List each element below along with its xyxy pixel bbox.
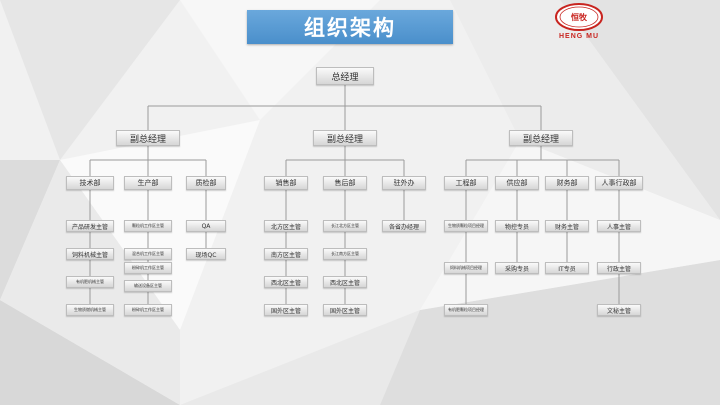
staff-sales-3: 西北区主管 <box>264 276 308 288</box>
dept-hr: 人事行政部 <box>595 176 643 190</box>
dept-qc: 质检部 <box>186 176 226 190</box>
staff-finance-2: IT专员 <box>545 262 589 274</box>
staff-sales-2: 南方区主管 <box>264 248 308 260</box>
staff-tech-3: 有机肥机械主管 <box>66 276 114 288</box>
node-vice-gm-1: 副总经理 <box>116 130 180 146</box>
staff-production-4: 输送设备区主管 <box>124 280 172 292</box>
staff-after-sales-2: 长江南方区主管 <box>323 248 367 260</box>
staff-production-5: 粉碎机工作区主管 <box>124 304 172 316</box>
node-general-manager: 总经理 <box>316 67 374 85</box>
dept-after-sales: 售后部 <box>323 176 367 190</box>
staff-production-3: 粉碎机工作区主管 <box>124 262 172 274</box>
staff-engineering-3: 有机肥颗粒项目经理 <box>444 304 488 316</box>
staff-qc-1: QA <box>186 220 226 232</box>
dept-supply: 供应部 <box>495 176 539 190</box>
staff-production-1: 颗粒机工作区主管 <box>124 220 172 232</box>
dept-tech: 技术部 <box>66 176 114 190</box>
staff-supply-1: 物控专员 <box>495 220 539 232</box>
logo-text: HENG MU <box>558 33 600 40</box>
dept-engineering: 工程部 <box>444 176 488 190</box>
staff-sales-1: 北方区主管 <box>264 220 308 232</box>
dept-sales: 销售部 <box>264 176 308 190</box>
node-vice-gm-3: 副总经理 <box>509 130 573 146</box>
staff-hr-3: 文秘主管 <box>597 304 641 316</box>
staff-tech-2: 饲料机械主管 <box>66 248 114 260</box>
node-vice-gm-2: 副总经理 <box>313 130 377 146</box>
staff-production-2: 混合机工作区主管 <box>124 248 172 260</box>
staff-hr-2: 行政主管 <box>597 262 641 274</box>
dept-finance: 财务部 <box>545 176 589 190</box>
dept-branch: 驻外办 <box>382 176 426 190</box>
staff-tech-4: 生物质燃机械主管 <box>66 304 114 316</box>
staff-branch-1: 各省办经理 <box>382 220 426 232</box>
staff-after-sales-4: 国外区主管 <box>323 304 367 316</box>
staff-tech-1: 产品研发主管 <box>66 220 114 232</box>
staff-engineering-1: 生物质颗粒项目经理 <box>444 220 488 232</box>
staff-hr-1: 人事主管 <box>597 220 641 232</box>
page-title: 组织架构 <box>247 10 453 44</box>
staff-qc-2: 现场QC <box>186 248 226 260</box>
staff-engineering-2: 饲料机械项目经理 <box>444 262 488 274</box>
staff-after-sales-3: 西北区主管 <box>323 276 367 288</box>
staff-after-sales-1: 长江北方区主管 <box>323 220 367 232</box>
svg-text:恒牧: 恒牧 <box>571 12 588 22</box>
staff-supply-2: 采购专员 <box>495 262 539 274</box>
company-logo-icon: 恒牧 <box>555 3 603 31</box>
staff-finance-1: 财务主管 <box>545 220 589 232</box>
dept-production: 生产部 <box>124 176 172 190</box>
staff-sales-4: 国外区主管 <box>264 304 308 316</box>
